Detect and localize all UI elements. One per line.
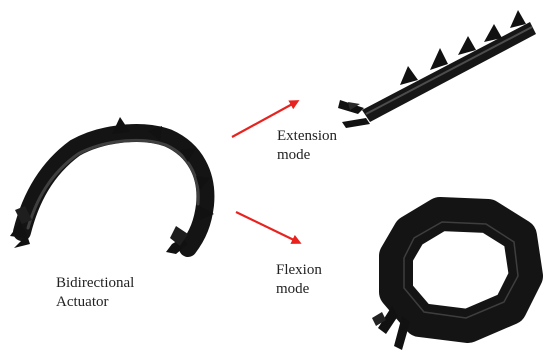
flexion-label-line2: mode — [276, 280, 322, 299]
extension-label-line1: Extension — [277, 127, 337, 146]
flexion-mode-actuator — [372, 214, 526, 350]
arrow-to-flexion — [236, 212, 298, 242]
extension-mode-label: Extension mode — [277, 127, 337, 165]
bidirectional-label-line1: Bidirectional — [56, 274, 134, 293]
flexion-label-line1: Flexion — [276, 261, 322, 280]
bidirectional-label-line2: Actuator — [56, 293, 134, 312]
extension-label-line2: mode — [277, 146, 337, 165]
extension-mode-actuator — [338, 10, 536, 128]
bidirectional-actuator — [10, 117, 214, 254]
flexion-mode-label: Flexion mode — [276, 261, 322, 299]
bidirectional-actuator-label: Bidirectional Actuator — [56, 274, 134, 312]
